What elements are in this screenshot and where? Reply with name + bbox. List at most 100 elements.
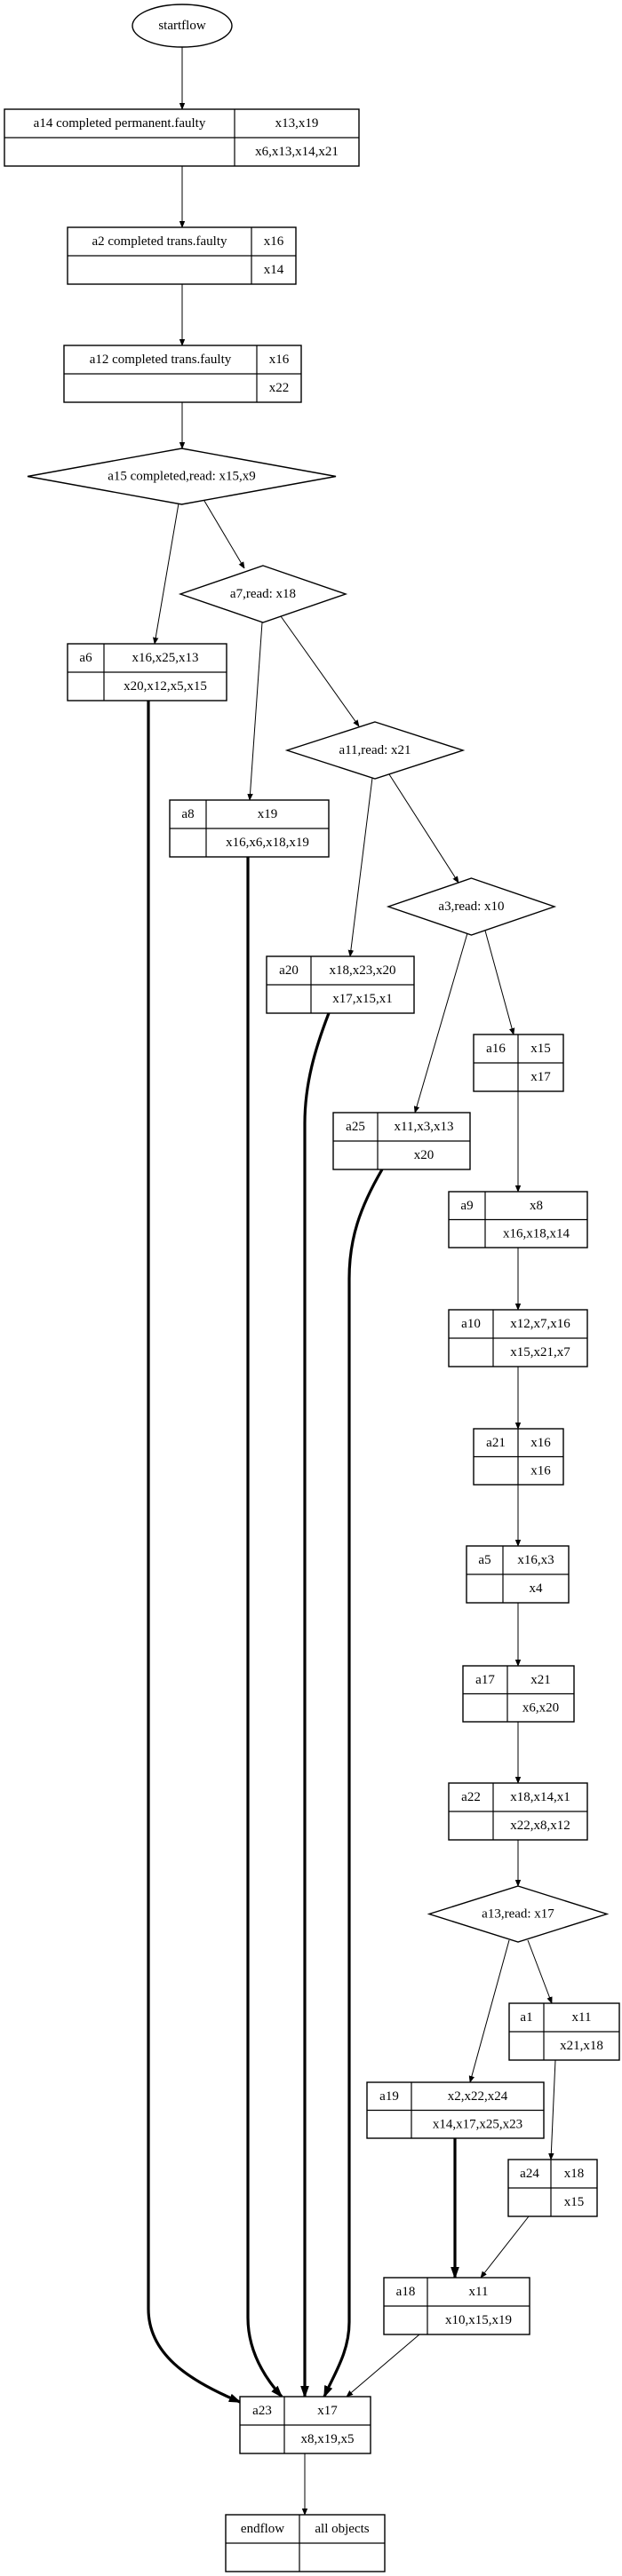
node-a15[interactable]: a15 completed,read: x15,x9: [27, 448, 337, 505]
node-top-values: x19: [258, 807, 278, 821]
node-name: endflow: [241, 2522, 284, 2536]
decision-diamond: [178, 565, 348, 623]
node-a21[interactable]: a21 x16 x16: [473, 1428, 564, 1486]
node-top-values: x18,x23,x20: [330, 963, 396, 978]
node-bottom-values: x6,x13,x14,x21: [255, 145, 339, 159]
node-name: a9: [460, 1199, 473, 1213]
edge-a25-to-a23: [323, 1169, 384, 2397]
node-bottom-values: x22,x8,x12: [510, 1819, 570, 1833]
node-top-values: x11: [469, 2285, 489, 2299]
node-bottom-values: x15,x21,x7: [510, 1345, 570, 1359]
edge-a13-to-a1: [527, 1939, 552, 2003]
decision-diamond: [284, 721, 466, 780]
node-a17[interactable]: a17 x21 x6,x20: [462, 1665, 575, 1723]
node-name: a8: [181, 807, 194, 821]
node-bottom-values: x17: [530, 1070, 551, 1084]
node-a6[interactable]: a6 x16,x25,x13 x20,x12,x5,x15: [67, 643, 227, 701]
node-a9[interactable]: a9 x8 x16,x18,x14: [448, 1191, 588, 1248]
node-top-values: x16: [530, 1436, 551, 1450]
node-name: a18: [396, 2285, 416, 2299]
node-name: a12 completed trans.faulty: [90, 353, 232, 367]
node-name: a25: [346, 1120, 365, 1134]
node-a16[interactable]: a16 x15 x17: [473, 1034, 564, 1092]
node-bottom-values: x21,x18: [560, 2039, 603, 2053]
node-label: a7,read: x18: [230, 587, 296, 601]
node-bottom-values: x16: [530, 1463, 551, 1478]
node-bottom-values: x14,x17,x25,x23: [433, 2117, 522, 2131]
node-bottom-values: x16,x6,x18,x19: [226, 836, 309, 850]
decision-diamond: [27, 448, 337, 505]
node-name: a23: [252, 2404, 272, 2418]
edge-a11-to-a20: [350, 777, 373, 956]
edge-a13-to-a19: [470, 1939, 510, 2082]
edge-a15-to-a7: [201, 495, 244, 568]
node-name: a5: [478, 1553, 490, 1567]
node-endflow[interactable]: endflow all objects: [225, 2514, 386, 2572]
node-a7[interactable]: a7,read: x18: [178, 565, 348, 623]
node-bottom-values: x6,x20: [522, 1700, 559, 1715]
node-bottom-values: x14: [264, 263, 284, 277]
edge-a18-to-a23: [347, 2334, 420, 2397]
node-name: a24: [520, 2167, 539, 2181]
node-bottom-values: x22: [269, 381, 290, 395]
node-a11[interactable]: a11,read: x21: [284, 721, 466, 780]
node-top-values: x11: [572, 2010, 592, 2025]
node-startflow[interactable]: startflow: [132, 4, 233, 48]
node-bottom-values: x15: [564, 2195, 585, 2209]
node-bottom-values: x16,x18,x14: [503, 1226, 570, 1240]
edge-a6-to-a23: [147, 701, 240, 2404]
node-label: a15 completed,read: x15,x9: [108, 470, 256, 484]
edge-a20-to-a23: [305, 1012, 331, 2397]
edge-a7-to-a8: [250, 622, 263, 800]
node-top-values: all objects: [315, 2522, 369, 2536]
node-top-values: x16,x3: [517, 1553, 554, 1567]
node-bottom-values: x20: [414, 1148, 435, 1162]
node-a22[interactable]: a22 x18,x14,x1 x22,x8,x12: [448, 1782, 588, 1841]
node-name: a22: [461, 1790, 481, 1804]
edge-a11-to-a3: [388, 773, 459, 883]
node-label: startflow: [158, 19, 205, 33]
edge-a24-to-a18: [481, 2215, 530, 2278]
edge-a15-to-a6: [155, 503, 179, 644]
node-top-values: x11,x3,x13: [395, 1120, 454, 1134]
node-top-values: x15: [530, 1042, 551, 1056]
node-a13[interactable]: a13,read: x17: [427, 1885, 610, 1943]
decision-diamond: [427, 1885, 610, 1943]
node-label: a11,read: x21: [339, 743, 411, 757]
node-bottom-values: x10,x15,x19: [445, 2313, 512, 2327]
start-ellipse: [132, 4, 233, 48]
node-a19[interactable]: a19 x2,x22,x24 x14,x17,x25,x23: [366, 2081, 545, 2139]
node-name: a21: [486, 1436, 506, 1450]
node-top-values: x8: [530, 1199, 543, 1213]
node-bottom-values: x20,x12,x5,x15: [124, 679, 207, 694]
node-top-values: x2,x22,x24: [448, 2089, 508, 2104]
node-a8[interactable]: a8 x19 x16,x6,x18,x19: [169, 799, 330, 858]
node-name: a19: [379, 2089, 399, 2104]
node-bottom-values: x4: [530, 1581, 544, 1596]
node-a18[interactable]: a18 x11 x10,x15,x19: [383, 2277, 530, 2335]
node-name: a6: [79, 651, 92, 665]
node-top-values: x18,x14,x1: [510, 1790, 570, 1804]
node-top-values: x21: [530, 1673, 551, 1687]
node-label: a13,read: x17: [482, 1907, 554, 1922]
node-bottom-values: x17,x15,x1: [332, 992, 393, 1006]
node-a25[interactable]: a25 x11,x3,x13 x20: [332, 1112, 471, 1170]
node-name: a16: [486, 1042, 506, 1056]
node-name: a17: [475, 1673, 495, 1687]
node-a5[interactable]: a5 x16,x3 x4: [466, 1545, 570, 1604]
node-a3[interactable]: a3,read: x10: [386, 877, 557, 936]
edges-layer: [147, 47, 556, 2515]
node-top-values: x16,x25,x13: [132, 651, 199, 665]
node-top-values: x17: [317, 2404, 338, 2418]
edge-a8-to-a23: [246, 857, 282, 2397]
